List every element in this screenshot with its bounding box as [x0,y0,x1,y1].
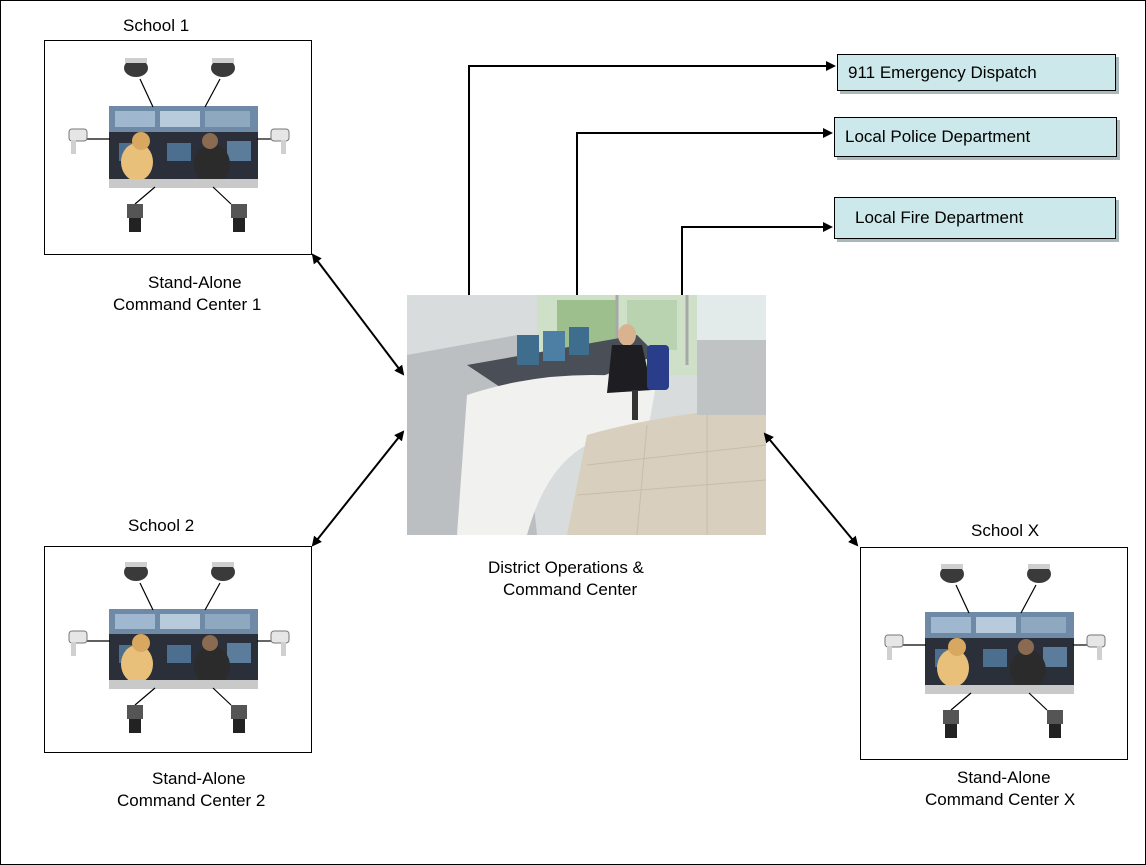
school-2-box [44,546,312,753]
ptz-camera-icon [1047,710,1063,738]
control-room-photo [925,612,1074,694]
school-1-box [44,40,312,255]
bullet-camera-icon [270,128,290,154]
school-x-caption-line2: Command Center X [925,790,1076,809]
school-1-caption-line1: Stand-Alone [148,273,242,292]
dome-camera-icon [211,58,235,77]
bullet-camera-icon [68,128,88,154]
school-1-caption-line2: Command Center 1 [113,295,262,314]
dome-camera-icon [124,562,148,581]
school-2-caption-line2: Command Center 2 [117,791,266,810]
dome-camera-icon [211,562,235,581]
ptz-camera-icon [943,710,959,738]
destination-fire: Local Fire Department [834,197,1116,239]
destination-label: Local Fire Department [855,208,1024,227]
bullet-camera-icon [270,630,290,656]
school-x-caption-line1: Stand-Alone [957,768,1051,787]
destination-police: Local Police Department [834,117,1117,157]
district-operations-photo [407,295,766,535]
school-2-title: School 2 [128,516,195,535]
school-x-title: School X [971,521,1040,540]
bullet-camera-icon [68,630,88,656]
school-1-illustration [68,58,290,232]
destination-label: Local Police Department [845,127,1031,146]
ptz-camera-icon [127,204,143,232]
control-room-photo [109,106,258,188]
dome-camera-icon [124,58,148,77]
control-room-photo [109,609,258,689]
ptz-camera-icon [127,705,143,733]
bullet-camera-icon [884,634,904,660]
dome-camera-icon [1027,564,1051,583]
school-2-caption-line1: Stand-Alone [152,769,246,788]
ptz-camera-icon [231,705,247,733]
destination-911-dispatch: 911 Emergency Dispatch [837,54,1116,91]
center-caption-line2: Command Center [503,580,638,599]
bullet-camera-icon [1086,634,1106,660]
school-2-illustration [68,562,290,733]
dome-camera-icon [940,564,964,583]
destination-label: 911 Emergency Dispatch [848,62,1037,82]
school-x-box [860,547,1128,760]
school-x-illustration [884,564,1106,738]
school-1-title: School 1 [123,16,190,35]
ptz-camera-icon [231,204,247,232]
center-caption-line1: District Operations & [488,558,644,577]
